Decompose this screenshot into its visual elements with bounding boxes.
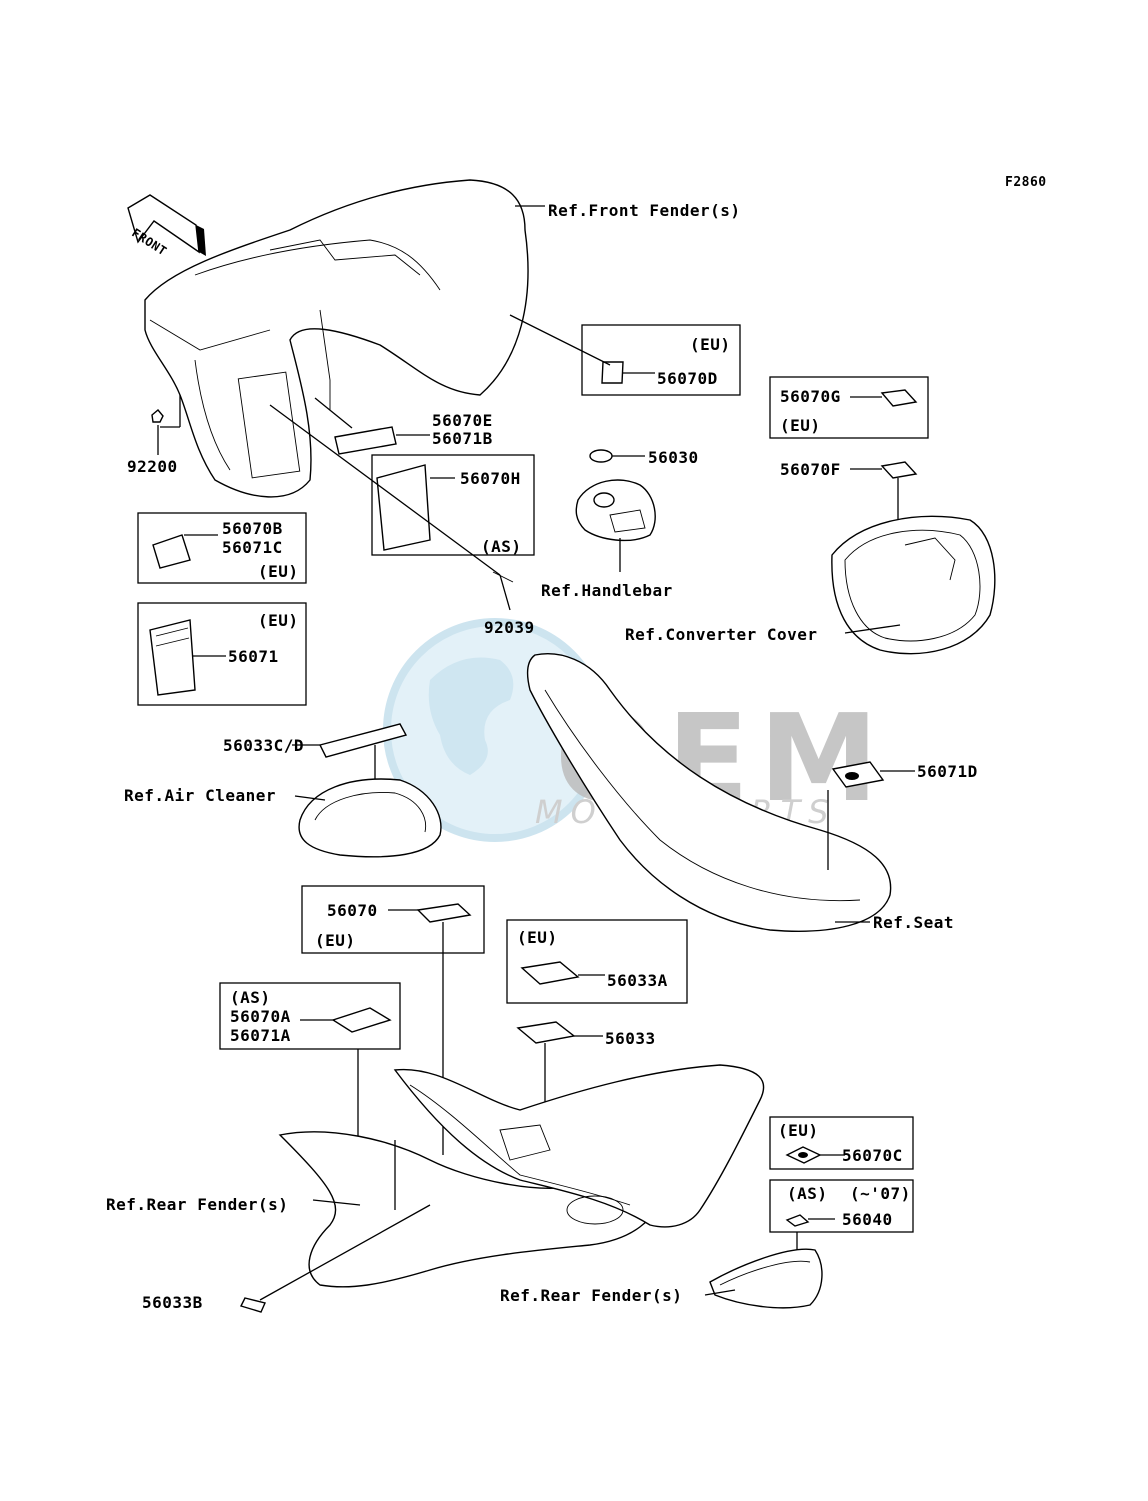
label-ref-rear-fender: Ref.Rear Fender(s) <box>106 1195 289 1214</box>
box-56070A <box>219 982 401 1050</box>
label-56071D[interactable]: 56071D <box>917 762 978 781</box>
label-56071C[interactable]: 56071C <box>222 538 283 557</box>
seat <box>526 653 892 932</box>
label-year: (~'07) <box>850 1184 911 1203</box>
label-56033[interactable]: 56033 <box>605 1029 656 1048</box>
label-56070[interactable]: 56070 <box>327 901 378 920</box>
label-eu: (EU) <box>780 416 821 435</box>
label-92200[interactable]: 92200 <box>127 457 178 476</box>
label-56070G[interactable]: 56070G <box>780 387 841 406</box>
label-56070E[interactable]: 56070E <box>432 411 493 430</box>
label-56071[interactable]: 56071 <box>228 647 279 666</box>
box-56070B <box>137 512 307 584</box>
figure-code: F2860 <box>1005 175 1047 190</box>
label-ref-seat: Ref.Seat <box>873 913 955 932</box>
front-fender <box>144 179 529 498</box>
box-56070H <box>371 454 535 556</box>
label-56030[interactable]: 56030 <box>648 448 699 467</box>
box-56040 <box>769 1179 914 1233</box>
box-56071 <box>137 602 307 706</box>
label-56071A[interactable]: 56071A <box>230 1026 291 1045</box>
label-eu: (EU) <box>258 611 299 630</box>
label-56033C-D[interactable]: 56033C/D <box>223 736 305 755</box>
label-ref-air-cleaner: Ref.Air Cleaner <box>124 786 276 805</box>
label-eu: (EU) <box>517 928 558 947</box>
label-as: (AS) <box>481 537 522 556</box>
label-eu: (EU) <box>315 931 356 950</box>
label-56070A[interactable]: 56070A <box>230 1007 291 1026</box>
label-as: (AS) <box>230 988 271 1007</box>
label-eu: (EU) <box>690 335 731 354</box>
box-56033A <box>506 919 688 1004</box>
box-56070C <box>769 1116 914 1170</box>
label-ref-rear-fender: Ref.Rear Fender(s) <box>500 1286 683 1305</box>
label-56070H[interactable]: 56070H <box>460 469 521 488</box>
label-56040[interactable]: 56040 <box>842 1210 893 1229</box>
label-56033B[interactable]: 56033B <box>142 1293 203 1312</box>
label-ref-front-fender: Ref.Front Fender(s) <box>548 201 741 220</box>
label-ref-converter-cover: Ref.Converter Cover <box>625 625 818 644</box>
label-as: (AS) <box>787 1184 828 1203</box>
label-eu: (EU) <box>258 562 299 581</box>
box-56070D <box>581 324 741 396</box>
label-56070D[interactable]: 56070D <box>657 369 718 388</box>
label-56033A[interactable]: 56033A <box>607 971 668 990</box>
rear-fender <box>278 1064 765 1288</box>
label-56070C[interactable]: 56070C <box>842 1146 903 1165</box>
box-56070G <box>769 376 929 439</box>
front-arrow-icon <box>127 194 206 256</box>
label-56071B[interactable]: 56071B <box>432 429 493 448</box>
label-56070F[interactable]: 56070F <box>780 460 841 479</box>
label-eu: (EU) <box>778 1121 819 1140</box>
label-92039[interactable]: 92039 <box>484 618 535 637</box>
box-56070 <box>301 885 485 954</box>
label-56070B[interactable]: 56070B <box>222 519 283 538</box>
label-ref-handlebar: Ref.Handlebar <box>541 581 673 600</box>
